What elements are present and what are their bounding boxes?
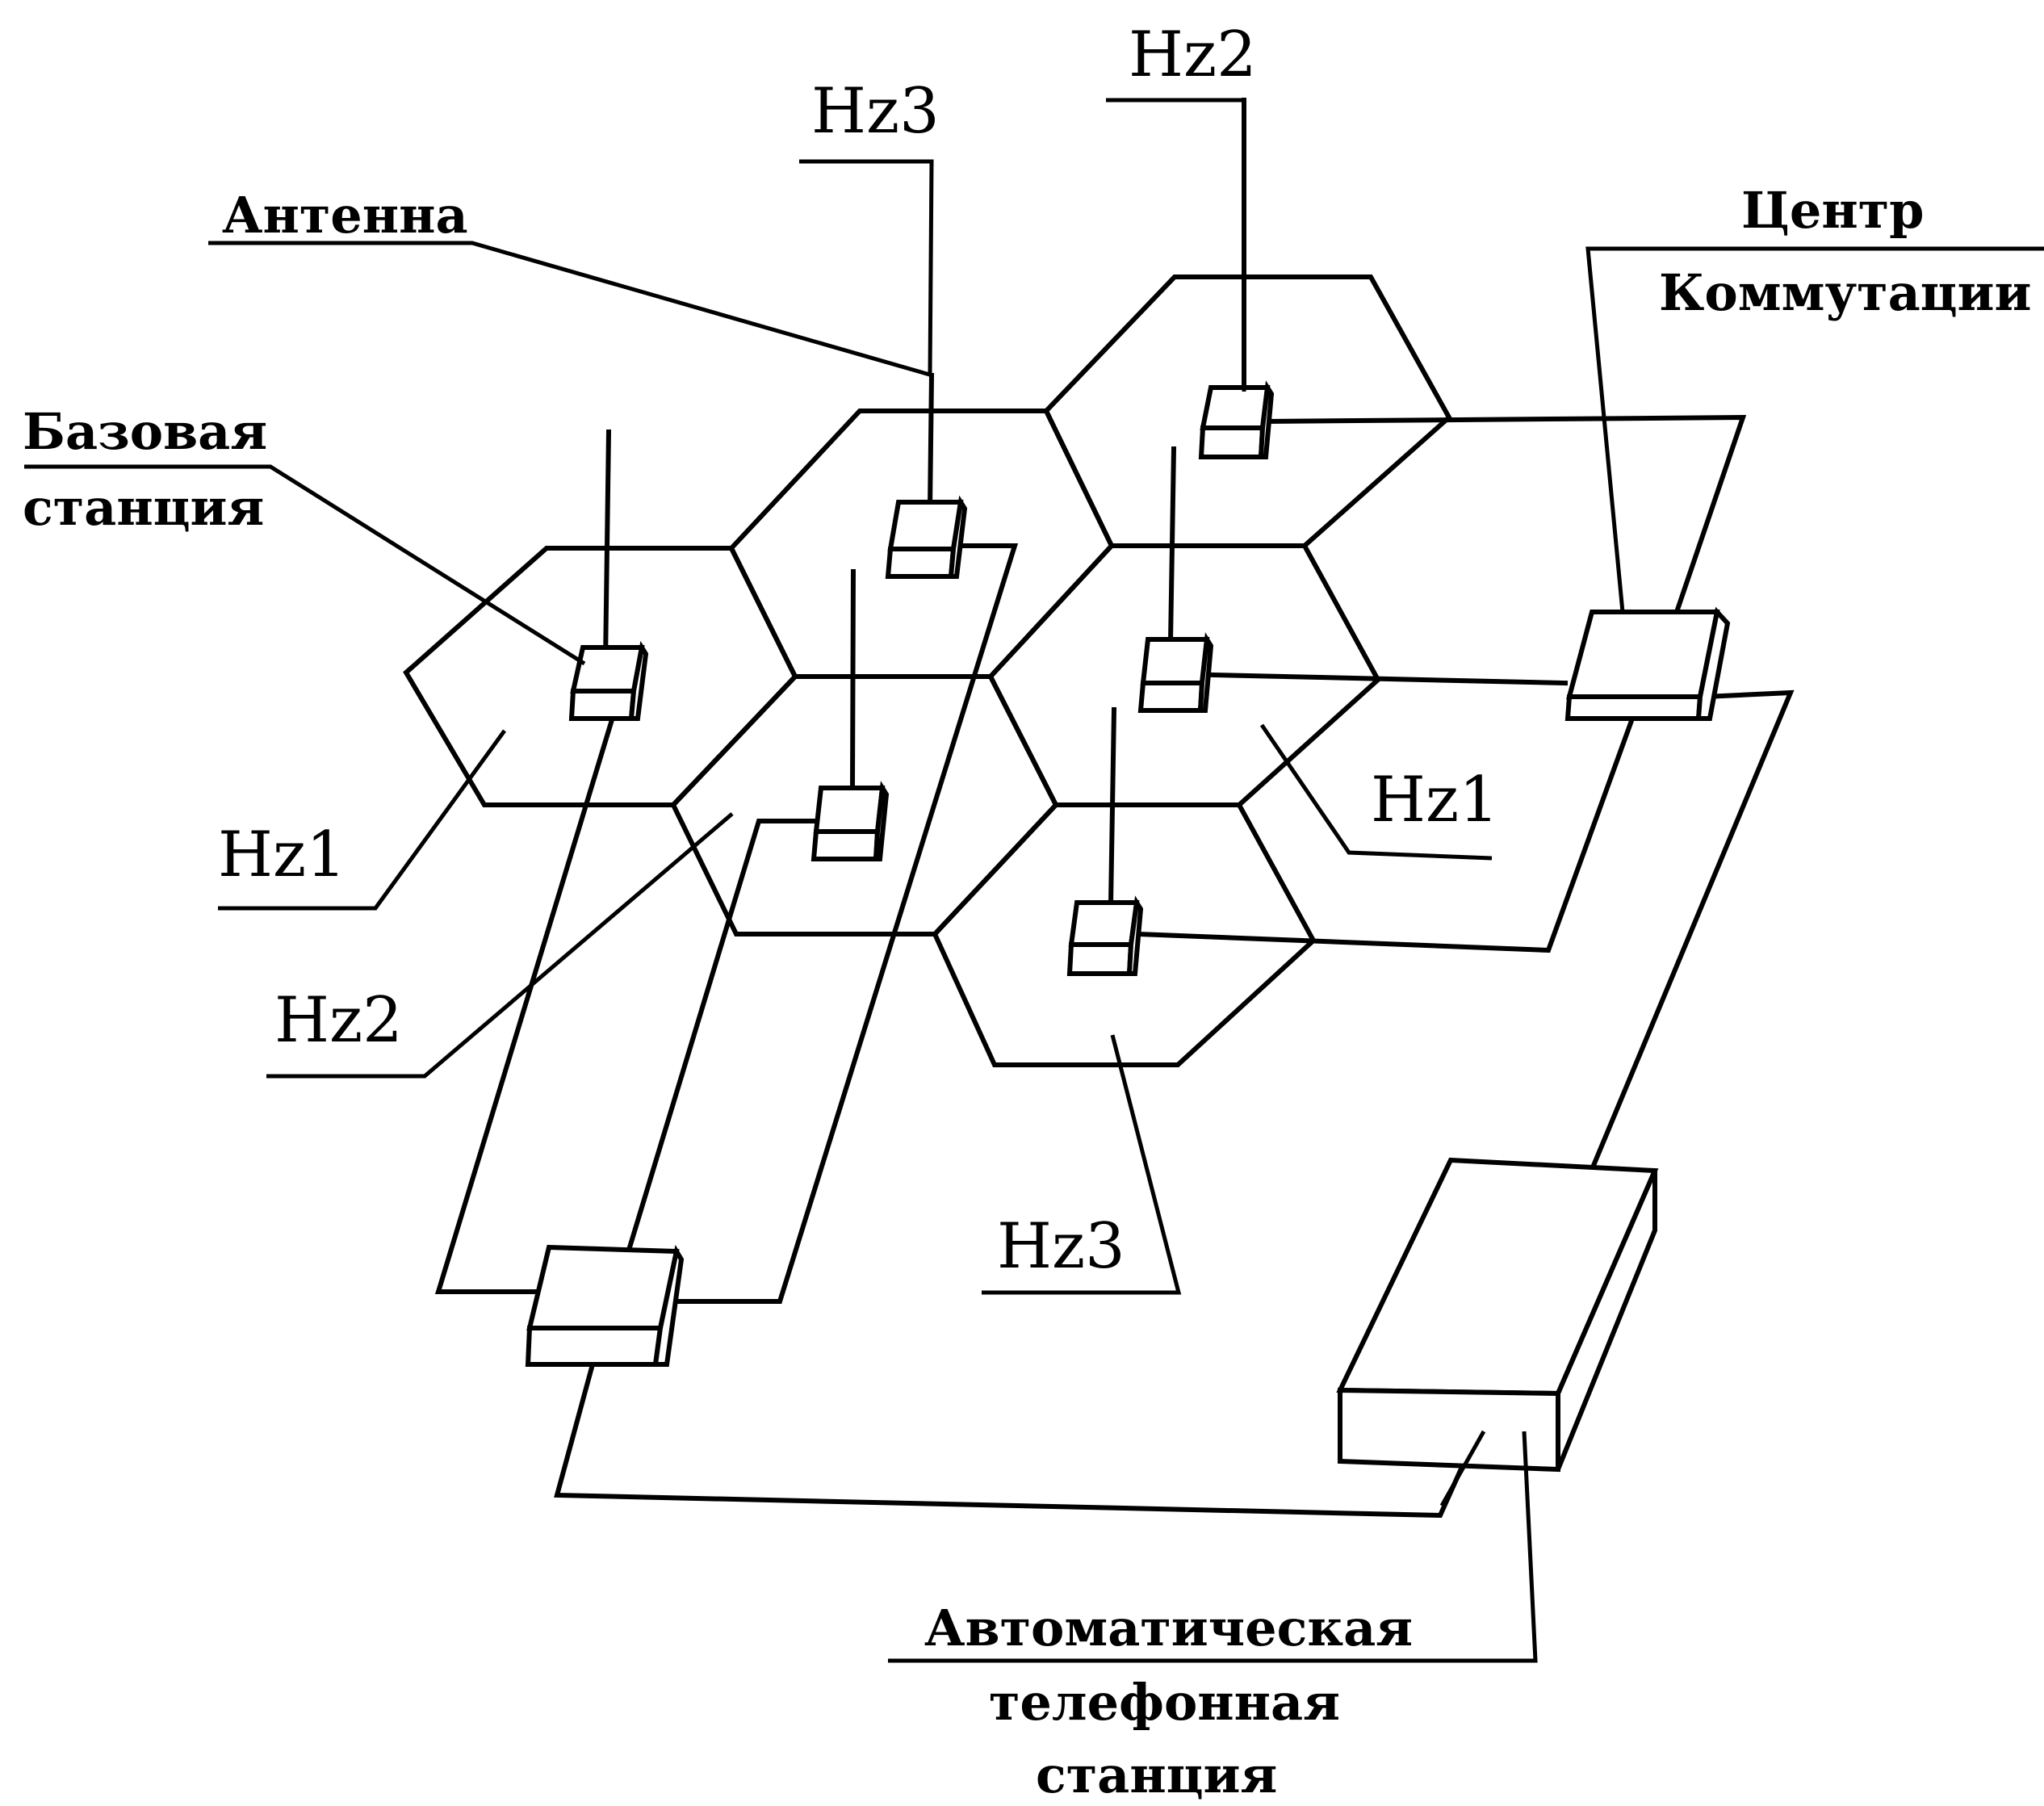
- label-switching-center-line2: Коммутации: [1659, 263, 2032, 322]
- wire-topright-station-to-switch: [1263, 414, 1747, 615]
- leader-hz2-top: [1106, 98, 1246, 392]
- leader-hz3-bottom: [982, 1034, 1182, 1295]
- label-hz1-left: Hz1: [218, 819, 346, 891]
- base-station-bottom: [1066, 895, 1144, 976]
- label-hz3-bottom: Hz3: [997, 1210, 1125, 1283]
- label-antenna: Антенна: [222, 186, 468, 245]
- label-ats-line2: телефонная: [989, 1673, 1340, 1732]
- base-station-left: [568, 640, 649, 721]
- leader-ats: [888, 1431, 1538, 1663]
- base-station-center-right: [1137, 632, 1214, 713]
- base-station-top-middle: [885, 495, 968, 579]
- label-base-station-line2: станция: [23, 478, 264, 537]
- base-stations: [568, 380, 1275, 976]
- label-base-station-line1: Базовая: [23, 402, 267, 461]
- label-hz2-top: Hz2: [1129, 19, 1257, 91]
- antenna-center-right: [1167, 446, 1177, 645]
- leader-hz1-right: [1259, 723, 1493, 861]
- antenna-bottom: [1108, 706, 1117, 907]
- wire-centerleft-station-to-concentrator: [626, 819, 816, 1251]
- leader-switching-center: [1585, 246, 2044, 613]
- antenna-center-left: [849, 568, 857, 793]
- wire-switch-to-ats: [1590, 689, 1795, 1171]
- wire-left-station-to-concentrator: [434, 711, 617, 1294]
- switching-center-box: [1564, 606, 1731, 721]
- leader-hz2-left: [266, 812, 734, 1079]
- leader-hz3-top: [799, 159, 934, 376]
- base-station-center-left: [810, 781, 890, 861]
- leader-antenna: [208, 241, 933, 378]
- concentrator-box: [525, 1244, 685, 1367]
- wire-centerright-station-to-switch: [1209, 672, 1569, 686]
- cell-grid: [403, 274, 1452, 1067]
- ats-box: [1336, 1157, 1659, 1473]
- label-hz1-right: Hz1: [1371, 764, 1499, 836]
- label-ats-line1: Автоматическая: [924, 1599, 1413, 1657]
- leader-hz1-left: [218, 729, 507, 911]
- antenna-left: [602, 429, 612, 665]
- leader-base-station: [24, 464, 586, 666]
- label-hz3-top: Hz3: [811, 75, 940, 148]
- leader-ats-tick: [1439, 1430, 1486, 1507]
- text-labels: Hz2 Hz3 Антенна Базовая станция Центр Ко…: [23, 19, 2032, 1804]
- leader-lines: [24, 98, 2044, 1663]
- base-station-top-right: [1198, 380, 1275, 459]
- antenna-top-middle: [927, 372, 935, 512]
- label-switching-center-line1: Центр: [1741, 181, 1925, 240]
- label-ats-line3: станция: [1036, 1745, 1277, 1804]
- wire-bottom-station-to-switch: [1135, 715, 1636, 953]
- wire-topmiddle-station-to-concentrator: [674, 543, 1019, 1304]
- label-hz2-left: Hz2: [274, 984, 403, 1057]
